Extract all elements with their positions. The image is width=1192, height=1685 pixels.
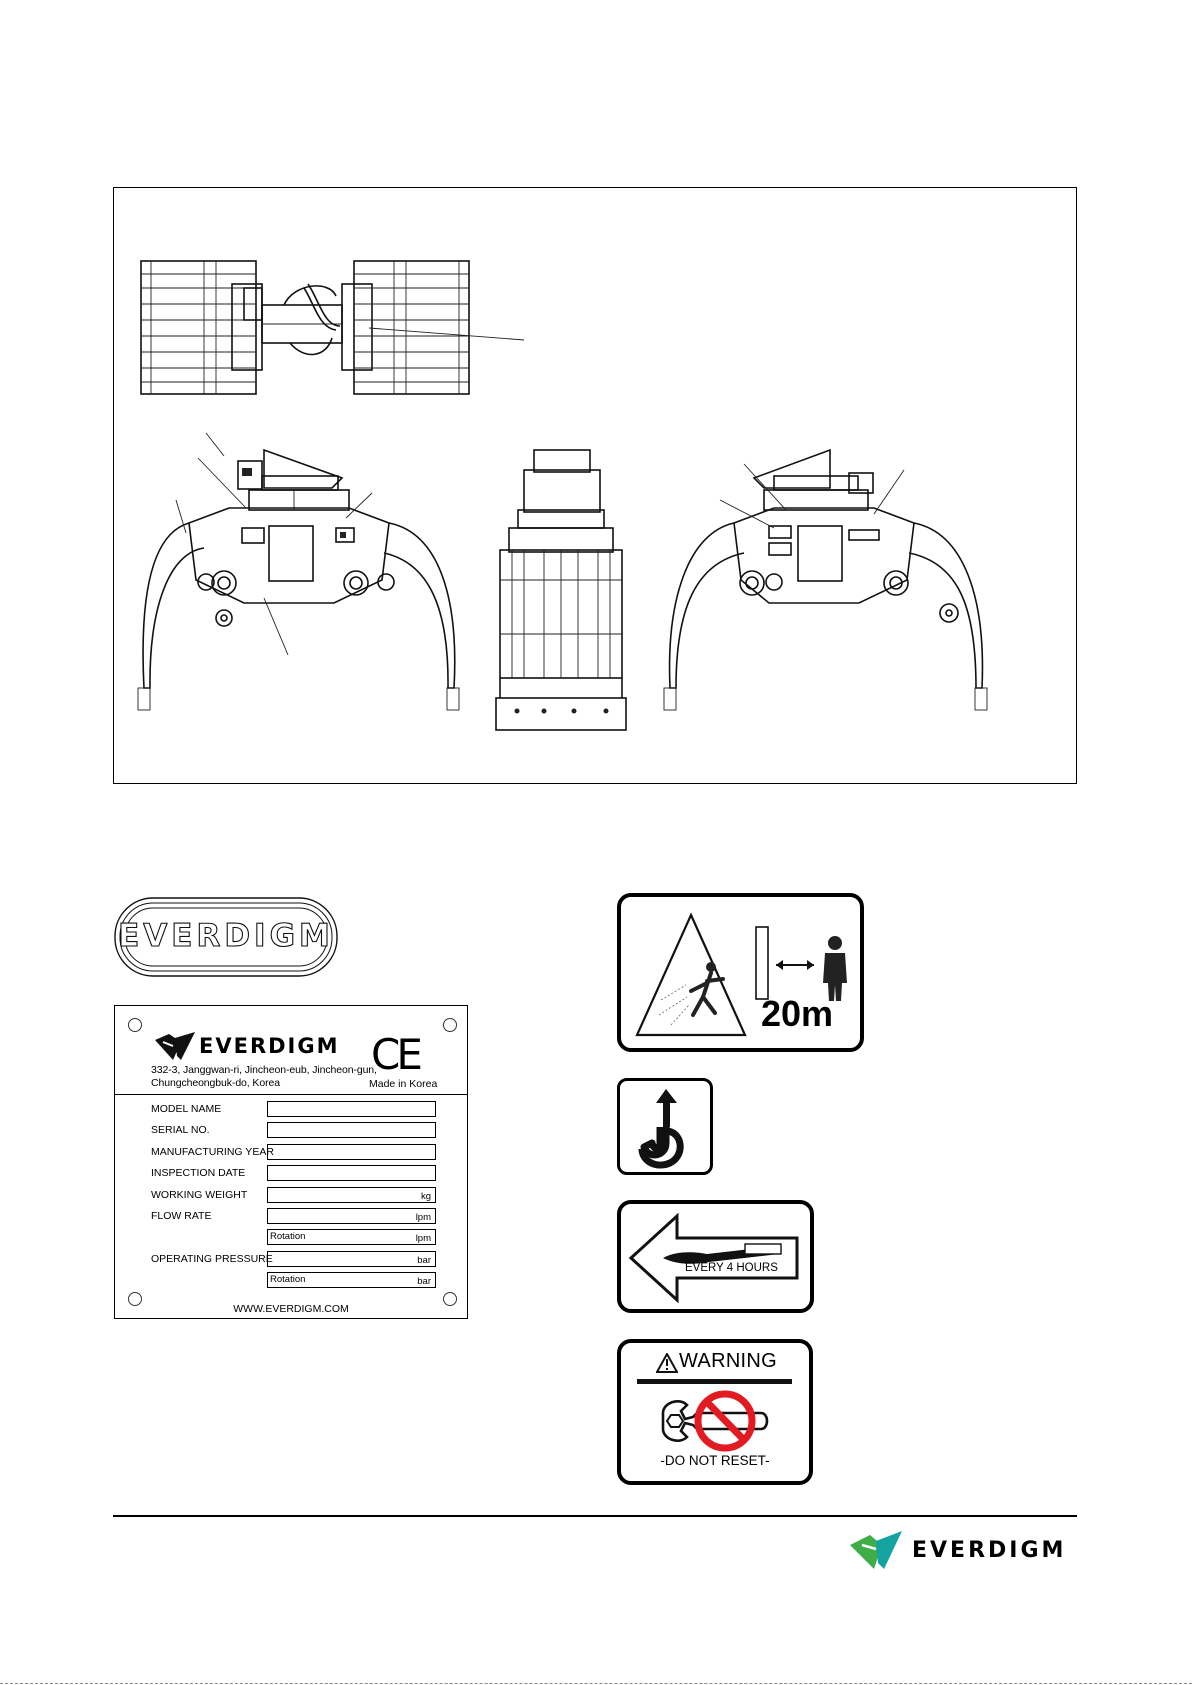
distance-label: 20m xyxy=(761,993,834,1034)
serial-no-field xyxy=(267,1122,436,1138)
screw-hole xyxy=(443,1292,457,1306)
screw-hole xyxy=(443,1018,457,1032)
wrench-prohibited-icon xyxy=(661,1390,769,1452)
grease-interval-decal: EVERY 4 HOURS xyxy=(617,1200,814,1313)
screw-hole xyxy=(128,1018,142,1032)
field-unit: bar xyxy=(417,1276,431,1287)
nameplate-brand: EVERDIGM xyxy=(199,1034,340,1058)
field-label: OPERATING PRESSURE xyxy=(151,1253,273,1265)
grease-interval-label: EVERY 4 HOURS xyxy=(685,1262,778,1274)
footer-rule xyxy=(113,1515,1077,1517)
footer-brand: EVERDIGM xyxy=(912,1538,1067,1563)
field-label: FLOW RATE xyxy=(151,1210,212,1222)
field-label: SERIAL NO. xyxy=(151,1124,210,1136)
badge-text: EVERDIGM xyxy=(118,917,334,954)
grapple-technical-drawing xyxy=(137,260,988,731)
nameplate-address-line2: Chungcheongbuk-do, Korea xyxy=(151,1077,280,1089)
nameplate-website: WWW.EVERDIGM.COM xyxy=(233,1303,349,1315)
warning-rule xyxy=(637,1379,792,1384)
model-name-field xyxy=(267,1101,436,1117)
everdigm-logo-icon xyxy=(155,1032,195,1060)
everdigm-color-logo-icon xyxy=(850,1531,902,1569)
operating-pressure-rotation-field: Rotation bar xyxy=(267,1272,436,1288)
field-label: MANUFACTURING YEAR xyxy=(151,1146,274,1158)
warning-caption: -DO NOT RESET- xyxy=(660,1453,770,1468)
field-unit: lpm xyxy=(415,1233,431,1244)
flow-rate-rotation-field: Rotation lpm xyxy=(267,1229,436,1245)
diagram-frame xyxy=(113,187,1077,784)
screw-hole xyxy=(128,1292,142,1306)
badge-outline xyxy=(114,897,338,977)
page-edge-dashes xyxy=(0,1683,1192,1684)
warning-title: WARNING xyxy=(679,1350,778,1372)
everdigm-badge: EVERDIGM xyxy=(113,896,339,978)
warning-do-not-reset-decal: WARNING -DO NOT RESET- xyxy=(617,1339,813,1485)
field-label: INSPECTION DATE xyxy=(151,1167,246,1179)
grapple-top-view xyxy=(140,260,525,395)
field-label: MODEL NAME xyxy=(151,1103,222,1115)
nameplate-separator xyxy=(115,1094,467,1095)
field-unit: bar xyxy=(417,1255,431,1266)
inspection-date-field xyxy=(267,1165,436,1181)
nameplate: EVERDIGM 332-3, Janggwan-ri, Jincheon-eu… xyxy=(114,1005,468,1319)
ce-mark: CE xyxy=(371,1030,423,1079)
field-unit: kg xyxy=(420,1191,431,1202)
grease-arrow-icon xyxy=(628,1212,799,1304)
field-sublabel: Rotation xyxy=(270,1274,306,1285)
field-sublabel: Rotation xyxy=(270,1231,306,1242)
hazard-triangle-icon xyxy=(635,912,847,1037)
grapple-rear-view xyxy=(663,448,988,711)
field-unit: lpm xyxy=(415,1212,431,1223)
nameplate-address-line1: 332-3, Janggwan-ri, Jincheon-eub, Jinche… xyxy=(151,1064,377,1076)
manufacturing-year-field xyxy=(267,1144,436,1160)
hook-icon xyxy=(638,1089,684,1169)
working-weight-field: kg xyxy=(267,1187,436,1203)
warning-triangle-icon xyxy=(656,1353,678,1373)
grapple-side-view xyxy=(495,449,627,731)
field-label: WORKING WEIGHT xyxy=(151,1189,248,1201)
lifting-hook-decal xyxy=(617,1078,713,1175)
flow-rate-field: lpm xyxy=(267,1208,436,1224)
made-in-label: Made in Korea xyxy=(369,1078,438,1090)
operating-pressure-field: bar xyxy=(267,1251,436,1267)
grapple-front-view xyxy=(137,432,460,711)
safety-distance-decal: 20m xyxy=(617,893,864,1052)
